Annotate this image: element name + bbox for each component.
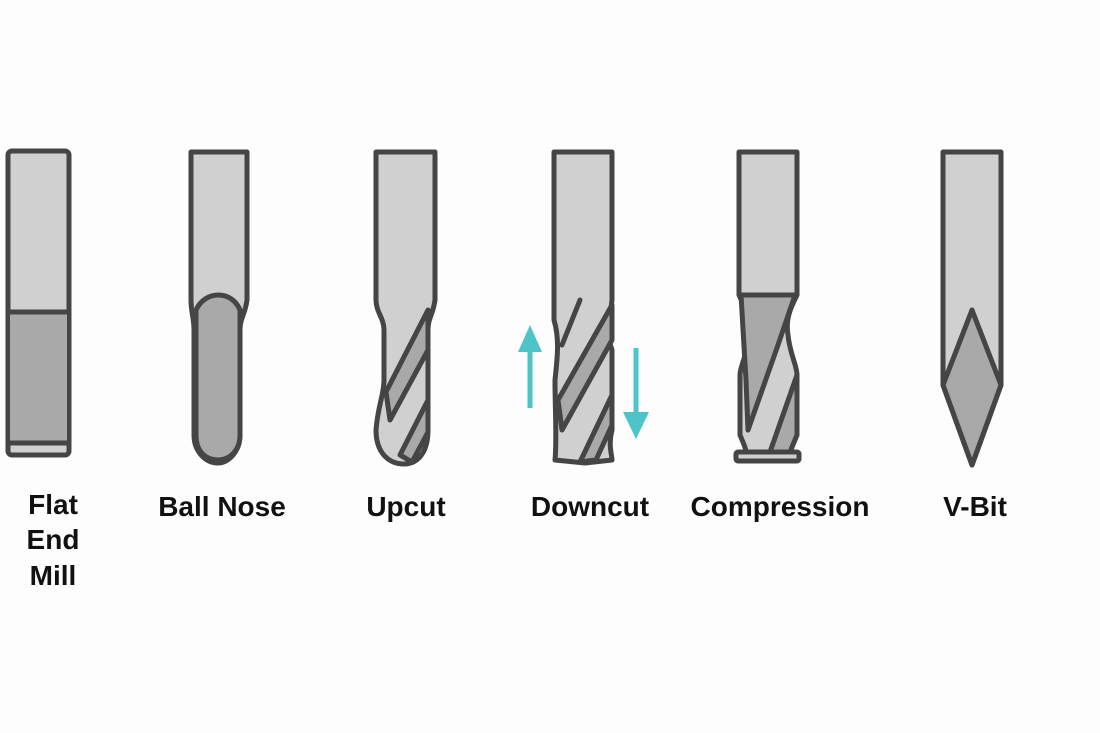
up-arrow	[518, 325, 542, 408]
v-bit	[940, 149, 1004, 468]
compression-bit	[733, 149, 802, 464]
label-mill: Mill	[30, 560, 77, 591]
label-ball-nose: Ball Nose	[158, 491, 286, 522]
label-v-bit: V-Bit	[943, 491, 1007, 522]
label-compression: Compression	[691, 491, 870, 522]
down-arrow	[623, 348, 649, 439]
upcut-bit	[373, 149, 438, 467]
label-flat: Flat	[28, 489, 78, 520]
ball-nose-bit	[188, 149, 250, 466]
label-end: End	[27, 524, 80, 555]
label-upcut: Upcut	[366, 491, 445, 522]
flat-end-mill-bit	[5, 148, 72, 458]
label-downcut: Downcut	[531, 491, 649, 522]
downcut-bit	[551, 149, 615, 466]
